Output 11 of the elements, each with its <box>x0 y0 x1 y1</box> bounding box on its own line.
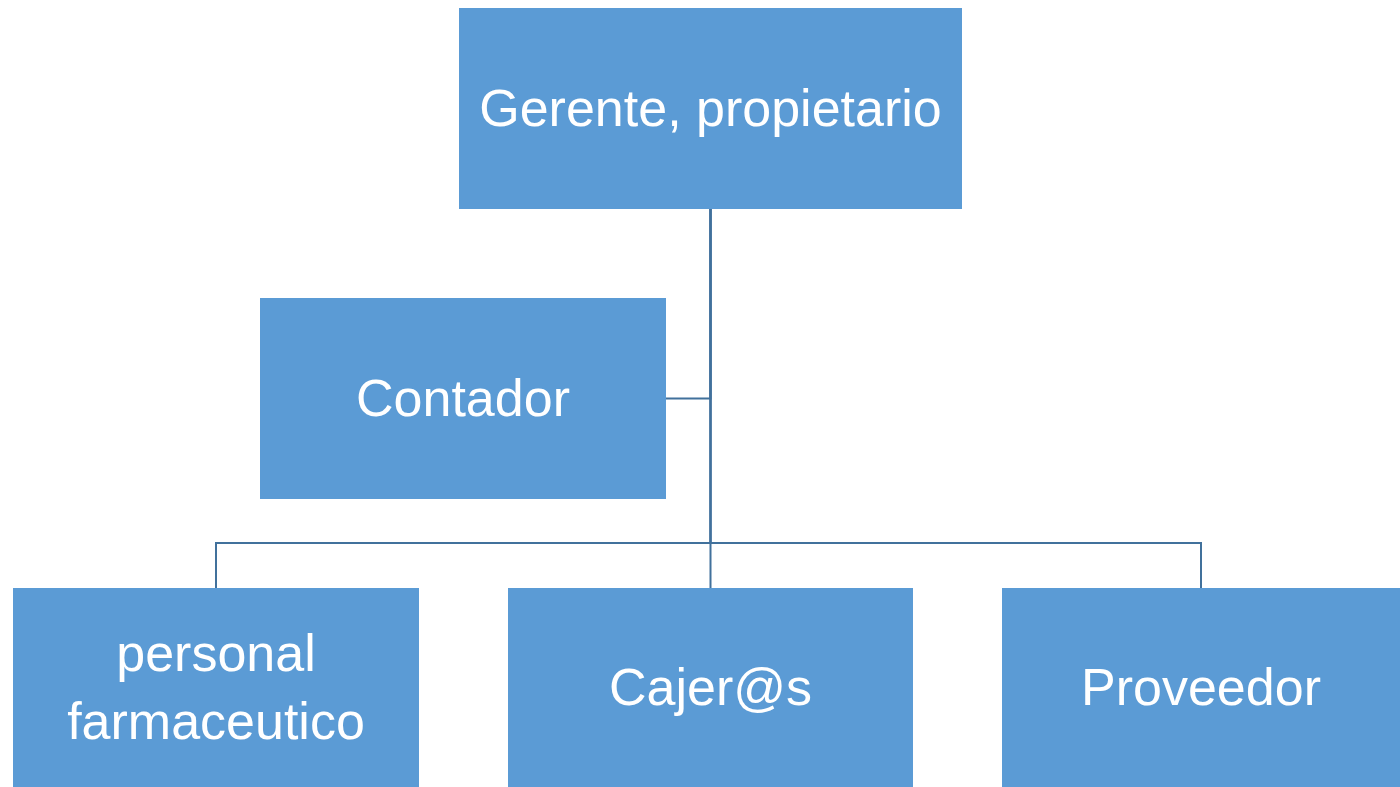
box-label: Contador <box>356 367 570 429</box>
org-box <box>508 588 913 787</box>
org-box <box>13 588 419 787</box>
box-label: Gerente, propietario <box>479 77 942 139</box>
org-box <box>1002 588 1400 787</box>
box-label: Cajer@s <box>608 656 813 718</box>
org-box <box>459 8 962 209</box>
box-label: Proveedor <box>1081 656 1321 718</box>
box-label: personal farmaceutico <box>66 622 366 752</box>
connector-line <box>709 208 1202 589</box>
org-box <box>260 298 666 499</box>
